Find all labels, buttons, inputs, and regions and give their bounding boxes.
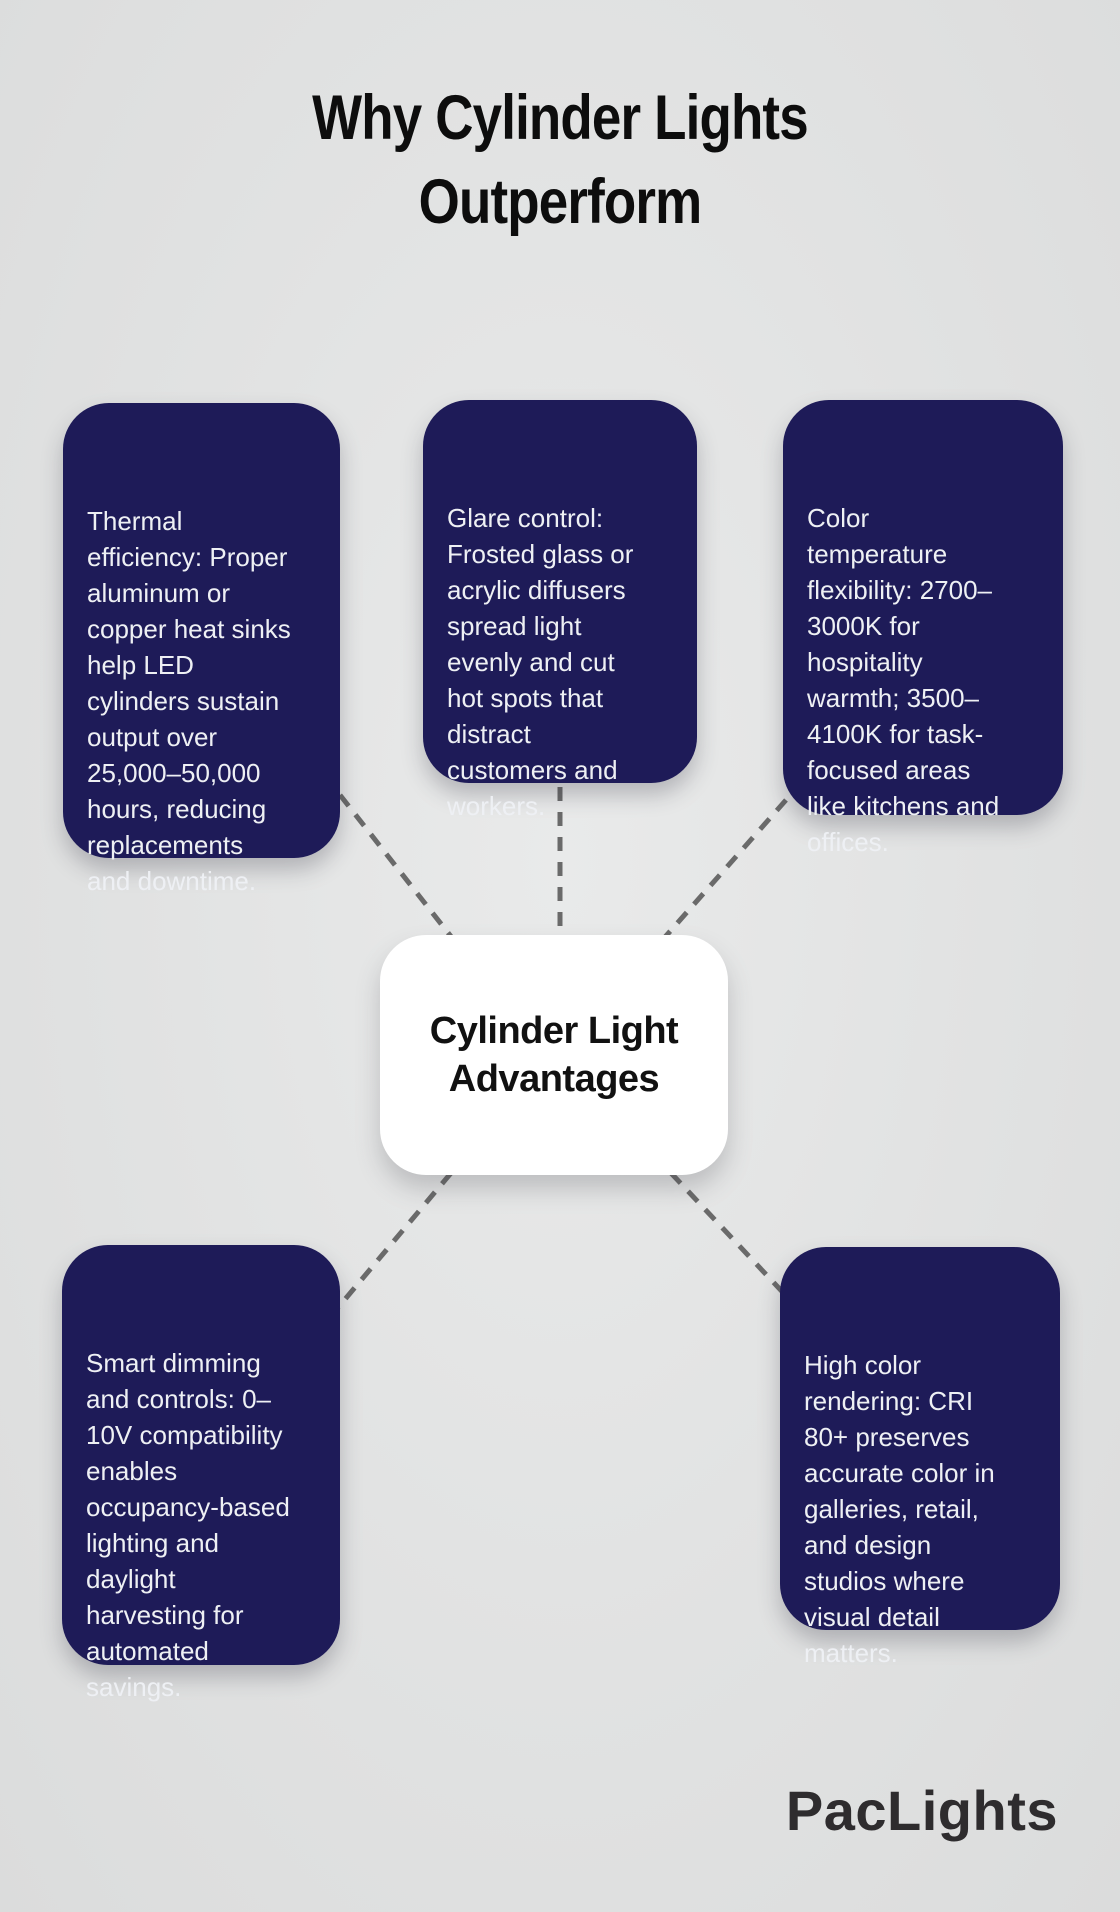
advantage-card-high-color-rendering: High color rendering: CRI 80+ preserves … (780, 1247, 1060, 1668)
advantage-card-glare-control: Glare control: Frosted glass or acrylic … (423, 400, 697, 821)
brand-logo: PacLights (785, 1779, 1058, 1842)
advantage-card-smart-dimming: Smart dimming and controls: 0– 10V compa… (62, 1245, 340, 1702)
card-text: Smart dimming and controls: 0– 10V compa… (86, 1348, 290, 1702)
advantage-card-color-temperature: Color temperature flexibility: 2700– 300… (783, 400, 1063, 857)
connector-dimming-line (334, 1171, 453, 1312)
connector-colortemp-line (656, 798, 788, 947)
card-text: High color rendering: CRI 80+ preserves … (804, 1350, 995, 1668)
advantage-card-thermal-efficiency: Thermal efficiency: Proper aluminum or c… (63, 403, 340, 896)
connector-thermal-line (338, 793, 462, 950)
card-text: Glare control: Frosted glass or acrylic … (447, 503, 634, 821)
card-text: Color temperature flexibility: 2700– 300… (807, 503, 1000, 857)
center-node-label: Cylinder Light Advantages (429, 1010, 679, 1100)
card-text: Thermal efficiency: Proper aluminum or c… (87, 506, 291, 896)
connector-cri-line (669, 1171, 792, 1302)
page-title: Why Cylinder Lights Outperform (312, 83, 808, 237)
center-node: Cylinder Light Advantages (380, 935, 728, 1175)
